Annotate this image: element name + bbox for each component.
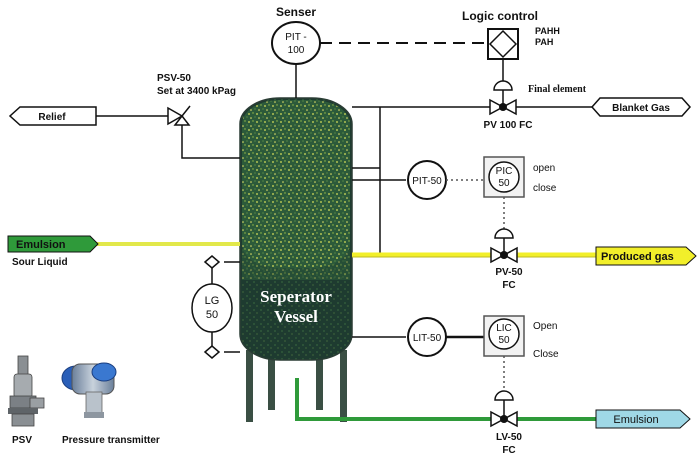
pit-100-sensor [271, 21, 321, 65]
logic-control-label: Logic control [462, 9, 538, 23]
psv-illustration [8, 355, 45, 427]
pit-50-label: PIT-50 [412, 176, 442, 187]
produced-gas-arrow [595, 246, 697, 266]
pit-100-line2: 100 [288, 45, 305, 56]
pv100-valve [489, 98, 517, 116]
psv-50-valve [167, 105, 191, 126]
emulsion-outlet-label: Emulsion [613, 414, 658, 426]
pv100-label: PV 100 FC [484, 120, 533, 131]
relief-label: Relief [38, 112, 66, 123]
lg-50-gauge [191, 255, 240, 359]
pressure-transmitter-illustration [61, 362, 117, 418]
logic-control-box [487, 28, 519, 60]
senser-label: Senser [276, 5, 316, 19]
lg-50-line2: 50 [206, 309, 218, 321]
psv-50-label: PSV-50 [157, 73, 191, 84]
pv50-actuator [494, 228, 514, 239]
pv100-actuator [493, 80, 513, 91]
pah-label: PAH [535, 37, 553, 47]
lv50-actuator [494, 390, 514, 401]
psv-50-setpoint: Set at 3400 kPag [157, 86, 236, 97]
lv50-valve [490, 410, 518, 428]
blanket-gas-arrow [590, 97, 692, 117]
pic-50-line1: PIC [496, 166, 513, 177]
sour-liquid-label: Sour Liquid [12, 257, 68, 268]
lic-50-line1: LIC [496, 323, 512, 334]
vessel-label-line2: Vessel [274, 307, 318, 326]
pic-close-label: close [533, 183, 557, 194]
blanket-gas-label: Blanket Gas [612, 103, 670, 114]
lit-50-label: LIT-50 [413, 333, 442, 344]
emulsion-inlet-arrow [7, 235, 99, 253]
pt-caption: Pressure transmitter [62, 435, 160, 446]
pit-100-line1: PIT - [285, 32, 306, 43]
lg-50-line1: LG [205, 295, 220, 307]
pic-open-label: open [533, 163, 555, 174]
pv50-label-line1: PV-50 [495, 267, 523, 278]
emulsion-outlet-arrow [595, 409, 691, 429]
lv50-label-line2: FC [502, 445, 515, 456]
pahh-label: PAHH [535, 26, 560, 36]
emulsion-inlet-label: Emulsion [16, 239, 66, 251]
pv50-valve [490, 246, 518, 264]
pic-50-line2: 50 [498, 178, 510, 189]
pv50-label-line2: FC [502, 280, 515, 291]
lic-open-label: Open [533, 321, 557, 332]
lic-close-label: Close [533, 349, 559, 360]
produced-gas-label: Produced gas [601, 251, 674, 263]
lv50-label-line1: LV-50 [496, 432, 522, 443]
psv-caption: PSV [12, 435, 32, 446]
final-element-label: Final element [528, 84, 587, 95]
vessel-legs [246, 350, 347, 422]
separator-vessel [239, 97, 353, 361]
lic-50-line2: 50 [498, 335, 510, 346]
vessel-label-line1: Seperator [260, 287, 332, 306]
relief-arrow [8, 106, 97, 126]
